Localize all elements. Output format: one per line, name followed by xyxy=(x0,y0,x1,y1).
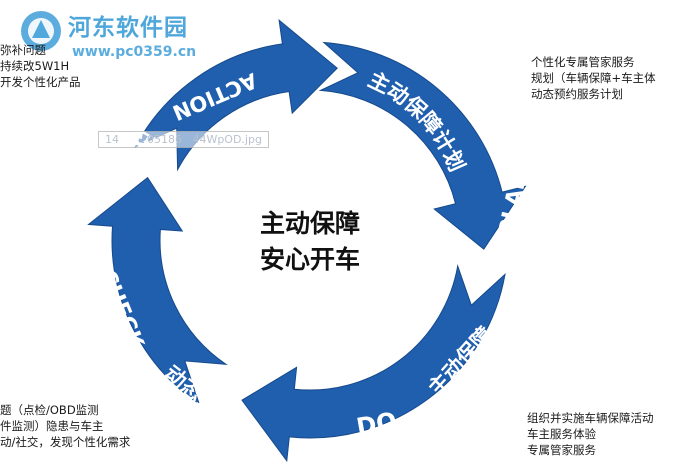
note-bottom-left: 题（点检/OBD监测 件监测）隐患与车主 动/社交，发现个性化需求 xyxy=(0,402,130,450)
note-line: 题（点检/OBD监测 xyxy=(0,403,99,417)
center-label: 主动保障 安心开车 xyxy=(260,209,360,274)
ring-arrow-do xyxy=(241,264,506,463)
watermark-site-url: www.pc0359.cn xyxy=(72,44,197,60)
note-line: 弥补问题 xyxy=(0,43,46,57)
ring-arrow-plan xyxy=(318,41,527,250)
note-line: 规划（车辆保障+车主体 xyxy=(531,71,656,85)
center-line-2: 安心开车 xyxy=(260,245,360,274)
note-line: 动/社交，发现个性化需求 xyxy=(0,435,131,449)
note-line: 件监测）隐患与车主 xyxy=(0,419,104,433)
note-line: 动态预约服务计划 xyxy=(531,87,623,101)
watermark-site-name: 河东软件园 xyxy=(68,15,188,41)
center-line-1: 主动保障 xyxy=(260,209,360,238)
note-line: 组织并实施车辆保障活动 xyxy=(527,411,654,425)
note-line: 持续改5W1H xyxy=(0,59,70,73)
note-line: 开发个性化产品 xyxy=(0,75,81,89)
file-name-tag: 14 05186 44WpOD.jpg xyxy=(98,131,269,148)
note-top-left: 弥补问题 持续改5W1H 开发个性化产品 xyxy=(0,42,81,90)
segment-check-cn: 动态监测 xyxy=(160,361,241,432)
note-line: 个性化专属管家服务 xyxy=(531,55,635,69)
ring-arrow-check xyxy=(87,176,228,406)
note-top-right: 个性化专属管家服务 规划（车辆保障+车主体 动态预约服务计划 xyxy=(531,54,656,102)
note-line: 专属管家服务 xyxy=(527,443,596,457)
cycle-ring xyxy=(87,18,527,463)
note-bottom-right: 组织并实施车辆保障活动 车主服务体验 专属管家服务 xyxy=(527,410,654,458)
site-logo-icon xyxy=(21,11,61,51)
note-line: 车主服务体验 xyxy=(527,427,596,441)
segment-plan-en: PLAN xyxy=(495,169,533,238)
segment-do-en: DO xyxy=(354,407,399,442)
